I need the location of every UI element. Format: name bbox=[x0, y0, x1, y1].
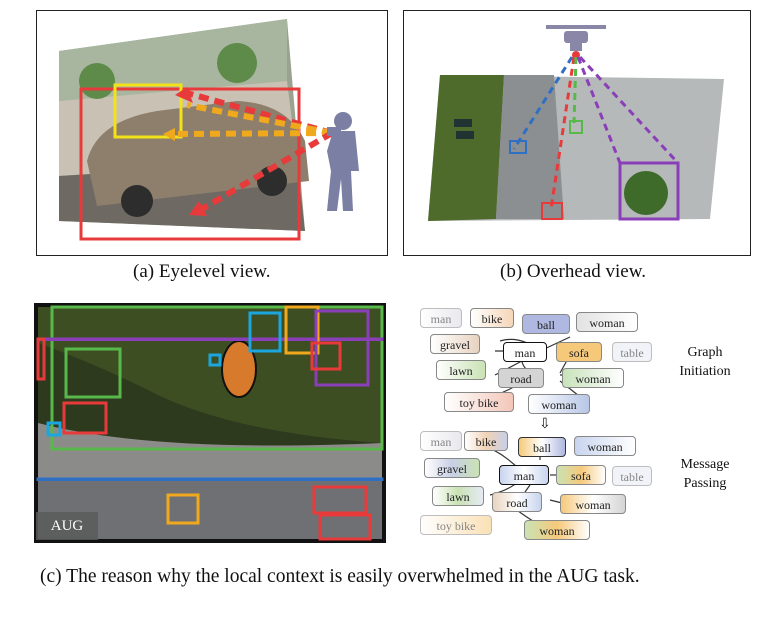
bbox-purple bbox=[618, 161, 680, 221]
graph-node: road bbox=[492, 492, 542, 512]
graph-node: man bbox=[499, 465, 549, 485]
graph-node: woman bbox=[574, 436, 636, 456]
bbox-woman bbox=[312, 485, 368, 515]
arrow-head bbox=[189, 201, 207, 216]
graph-node: table bbox=[612, 466, 652, 486]
graph-node: toy bike bbox=[420, 515, 492, 535]
bbox-table bbox=[314, 309, 370, 387]
graph-node: toy bike bbox=[444, 392, 514, 412]
side-label: Message bbox=[680, 457, 730, 472]
graph-node: gravel bbox=[424, 458, 480, 478]
bbox-toy-bike bbox=[166, 493, 200, 525]
drone-icon bbox=[546, 25, 606, 59]
gaze-arrow-orange bbox=[186, 102, 333, 136]
side-label: Passing bbox=[683, 476, 727, 491]
overhead-panel bbox=[403, 10, 751, 256]
car-wheel bbox=[257, 166, 287, 196]
overhead-illustration bbox=[428, 25, 724, 221]
down-arrow-icon: ⇩ bbox=[539, 416, 551, 432]
bbox-lawn bbox=[50, 305, 384, 451]
bbox-sofa bbox=[284, 305, 320, 355]
car-wheel bbox=[121, 185, 153, 217]
graph-node: man bbox=[420, 308, 462, 328]
side-label: Initiation bbox=[679, 364, 731, 379]
graph-node: bike bbox=[464, 431, 508, 451]
gravel-path bbox=[38, 423, 382, 481]
gaze-arrow-red bbox=[200, 130, 334, 212]
bbox-person bbox=[36, 337, 46, 381]
graph-node: gravel bbox=[430, 334, 480, 354]
graph-node: man bbox=[420, 431, 462, 451]
line-blue bbox=[36, 477, 384, 481]
bbox-person bbox=[310, 341, 342, 371]
person-bounding-box bbox=[113, 83, 183, 139]
caption-a: (a) Eyelevel view. bbox=[133, 261, 271, 282]
bbox-person bbox=[62, 401, 108, 435]
arrow-head bbox=[163, 128, 175, 141]
aug-label: AUG bbox=[36, 512, 98, 540]
eyelevel-illustration bbox=[59, 19, 359, 241]
graph-node: table bbox=[612, 342, 652, 362]
graph-node: sofa bbox=[556, 342, 602, 362]
aug-scene bbox=[36, 305, 384, 541]
graph-node: woman bbox=[560, 494, 626, 514]
graph-node: lawn bbox=[432, 486, 484, 506]
photographer-silhouette bbox=[327, 112, 359, 211]
graph-node: woman bbox=[528, 394, 590, 414]
lawn-area bbox=[428, 75, 504, 221]
graph-node: lawn bbox=[436, 360, 486, 380]
car bbox=[87, 101, 309, 206]
view-ray-blue bbox=[512, 56, 574, 150]
bench bbox=[454, 119, 472, 127]
bbox-green bbox=[569, 120, 583, 134]
arrow-head bbox=[175, 87, 193, 103]
road-area bbox=[496, 75, 564, 219]
caption-c: (c) The reason why the local context is … bbox=[40, 566, 640, 587]
aug-aerial-image bbox=[34, 303, 386, 543]
graph-node: woman bbox=[562, 368, 624, 388]
bench bbox=[456, 131, 474, 139]
bbox-blue bbox=[509, 140, 527, 154]
view-ray-red bbox=[549, 56, 576, 210]
gaze-arrow-orange bbox=[176, 130, 333, 137]
bbox-small bbox=[208, 353, 222, 367]
tree-top bbox=[624, 171, 668, 215]
tree bbox=[217, 43, 257, 83]
car-bounding-box bbox=[79, 87, 301, 241]
tree bbox=[79, 63, 115, 99]
bbox-small bbox=[46, 421, 62, 437]
bbox-bike bbox=[64, 347, 122, 399]
graph-node: ball bbox=[522, 314, 570, 334]
graph-node: woman bbox=[576, 312, 638, 332]
graph-node: woman bbox=[524, 520, 590, 540]
side-label: Graph bbox=[687, 345, 723, 360]
bbox-woman bbox=[318, 513, 372, 541]
graph-node: sofa bbox=[556, 465, 606, 485]
graph-node: ball bbox=[518, 437, 566, 457]
line-purple bbox=[36, 337, 384, 341]
graph-node: bike bbox=[470, 308, 514, 328]
bbox-red bbox=[541, 202, 563, 220]
graph-node: man bbox=[503, 342, 547, 362]
graph-node: road bbox=[498, 368, 544, 388]
bbox-ball bbox=[248, 311, 282, 353]
eyelevel-panel bbox=[36, 10, 388, 256]
view-ray-purple bbox=[578, 55, 680, 165]
caption-b: (b) Overhead view. bbox=[500, 261, 646, 282]
